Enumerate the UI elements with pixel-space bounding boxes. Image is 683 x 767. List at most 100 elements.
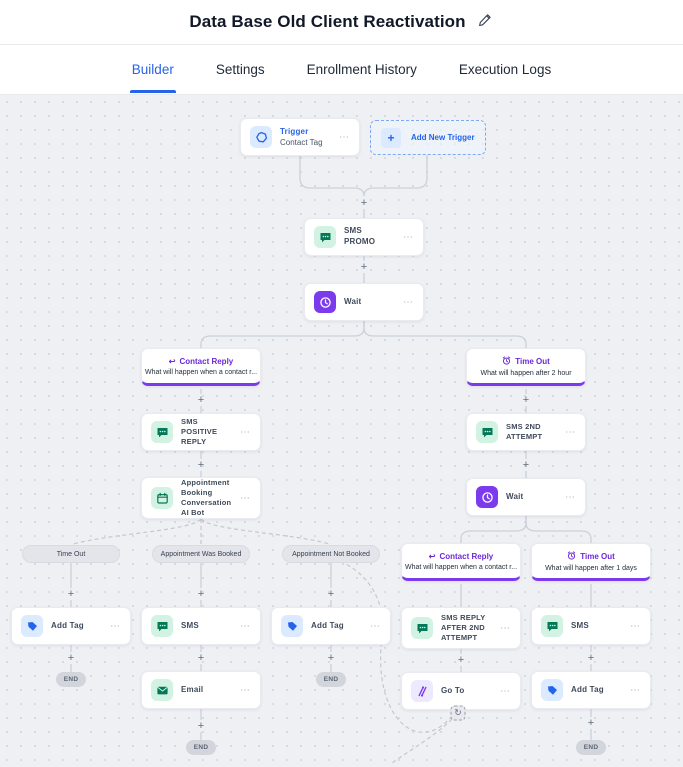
end-badge: END	[186, 740, 216, 755]
branch-title: Contact Reply	[179, 356, 234, 366]
node-add-tag-1[interactable]: Add Tag ⋯	[11, 607, 131, 645]
node-trigger[interactable]: Trigger Contact Tag ⋯	[240, 118, 360, 156]
node-label: SMS	[181, 620, 199, 630]
node-menu-icon[interactable]: ⋯	[403, 296, 414, 308]
node-label: SMS POSITIVE REPLY	[181, 416, 218, 447]
add-action-button[interactable]: +	[67, 588, 75, 600]
node-label-line2: ATTEMPT	[441, 633, 478, 643]
node-menu-icon[interactable]: ⋯	[240, 684, 251, 696]
add-action-button[interactable]: +	[587, 652, 595, 664]
add-action-button[interactable]: +	[197, 652, 205, 664]
add-action-button[interactable]: +	[587, 717, 595, 729]
reply-arrow-icon: ↩	[168, 356, 176, 366]
edit-title-button[interactable]	[476, 13, 494, 31]
branch-time-out-1[interactable]: Time Out What will happen after 2 hour	[466, 348, 586, 386]
node-wait-2[interactable]: Wait ⋯	[466, 478, 586, 516]
node-wait-1[interactable]: Wait ⋯	[304, 283, 424, 321]
add-action-button[interactable]: +	[327, 588, 335, 600]
trigger-tag-icon	[250, 126, 272, 148]
wait-clock-icon	[476, 486, 498, 508]
workflow-title: Data Base Old Client Reactivation	[189, 12, 466, 31]
node-menu-icon[interactable]: ⋯	[240, 426, 251, 438]
trigger-subtitle: Contact Tag	[280, 138, 323, 148]
add-action-button[interactable]: +	[522, 394, 530, 406]
node-menu-icon[interactable]: ⋯	[630, 684, 641, 696]
sms-icon	[476, 421, 498, 443]
node-appointment-bot[interactable]: Appointment Booking Conversation AI Bot …	[141, 477, 261, 519]
branch-title: Time Out	[515, 356, 550, 366]
sms-icon	[411, 617, 433, 639]
node-add-tag-3[interactable]: Add Tag ⋯	[531, 671, 651, 709]
alarm-clock-icon	[502, 355, 511, 367]
node-menu-icon[interactable]: ⋯	[500, 685, 511, 697]
node-sms-positive-reply[interactable]: SMS POSITIVE REPLY ⋯	[141, 413, 261, 451]
node-sms-2nd-attempt[interactable]: SMS 2ND ATTEMPT ⋯	[466, 413, 586, 451]
branch-title: Time Out	[580, 551, 615, 561]
goto-target-loop-icon[interactable]: ↻	[450, 705, 466, 721]
branch-time-out-2[interactable]: Time Out What will happen after 1 days	[531, 543, 651, 581]
add-action-button[interactable]: +	[197, 459, 205, 471]
tab-builder[interactable]: Builder	[129, 47, 176, 93]
sms-icon	[151, 421, 173, 443]
add-action-button[interactable]: +	[457, 654, 465, 666]
add-action-button[interactable]: +	[360, 197, 368, 209]
tag-icon	[541, 679, 563, 701]
add-action-button[interactable]: +	[197, 720, 205, 732]
node-label: Go To	[441, 685, 465, 695]
branch-pill-time-out: Time Out	[22, 545, 120, 563]
email-icon	[151, 679, 173, 701]
node-sms-reply-after-2nd-attempt[interactable]: SMS REPLY AFTER 2ND ATTEMPT ⋯	[401, 607, 521, 649]
node-go-to[interactable]: Go To ⋯	[401, 672, 521, 710]
node-sms-1[interactable]: SMS ⋯	[141, 607, 261, 645]
node-menu-icon[interactable]: ⋯	[630, 620, 641, 632]
branch-contact-reply-2[interactable]: ↩Contact Reply What will happen when a c…	[401, 543, 521, 581]
node-sms-promo[interactable]: SMS PROMO ⋯	[304, 218, 424, 256]
sms-icon	[151, 615, 173, 637]
node-menu-icon[interactable]: ⋯	[339, 131, 350, 143]
node-label: Wait	[344, 296, 362, 306]
wait-clock-icon	[314, 291, 336, 313]
node-menu-icon[interactable]: ⋯	[240, 492, 251, 504]
node-email[interactable]: Email ⋯	[141, 671, 261, 709]
sms-icon	[541, 615, 563, 637]
end-badge: END	[56, 672, 86, 687]
node-sms-2[interactable]: SMS ⋯	[531, 607, 651, 645]
node-label: Add Tag	[311, 620, 344, 630]
tab-settings[interactable]: Settings	[215, 61, 265, 77]
add-action-button[interactable]: +	[327, 652, 335, 664]
node-menu-icon[interactable]: ⋯	[240, 620, 251, 632]
node-label-line1: SMS REPLY AFTER 2ND	[441, 612, 486, 632]
workflow-canvas[interactable]: Trigger Contact Tag ⋯ + Add New Trigger …	[0, 95, 683, 767]
node-menu-icon[interactable]: ⋯	[370, 620, 381, 632]
node-label: Add Tag	[571, 684, 604, 694]
end-badge: END	[316, 672, 346, 687]
add-new-trigger-button[interactable]: + Add New Trigger	[370, 120, 486, 155]
connector-lines	[70, 155, 592, 764]
calendar-icon	[151, 487, 173, 509]
node-label: SMS PROMO	[344, 226, 376, 246]
workflow-header: Data Base Old Client Reactivation	[0, 0, 683, 45]
node-add-tag-2[interactable]: Add Tag ⋯	[271, 607, 391, 645]
branch-contact-reply-1[interactable]: ↩Contact Reply What will happen when a c…	[141, 348, 261, 386]
add-action-button[interactable]: +	[197, 394, 205, 406]
add-action-button[interactable]: +	[360, 261, 368, 273]
branch-subtitle: What will happen after 1 days	[545, 564, 637, 572]
add-action-button[interactable]: +	[197, 588, 205, 600]
node-menu-icon[interactable]: ⋯	[110, 620, 121, 632]
tab-execution-logs[interactable]: Execution Logs	[458, 61, 552, 77]
plus-icon: +	[381, 127, 401, 148]
branch-pill-appointment-was-booked: Appointment Was Booked	[152, 545, 250, 563]
goto-icon	[411, 680, 433, 702]
add-action-button[interactable]: +	[67, 652, 75, 664]
reply-arrow-icon: ↩	[428, 551, 436, 561]
sms-icon	[314, 226, 336, 248]
add-action-button[interactable]: +	[522, 459, 530, 471]
node-menu-icon[interactable]: ⋯	[403, 231, 414, 243]
trigger-title: Trigger	[280, 126, 309, 136]
node-menu-icon[interactable]: ⋯	[565, 426, 576, 438]
node-menu-icon[interactable]: ⋯	[565, 491, 576, 503]
node-label: SMS	[571, 620, 589, 630]
node-menu-icon[interactable]: ⋯	[500, 622, 511, 634]
node-label: Wait	[506, 491, 524, 501]
tab-enrollment-history[interactable]: Enrollment History	[306, 61, 417, 77]
